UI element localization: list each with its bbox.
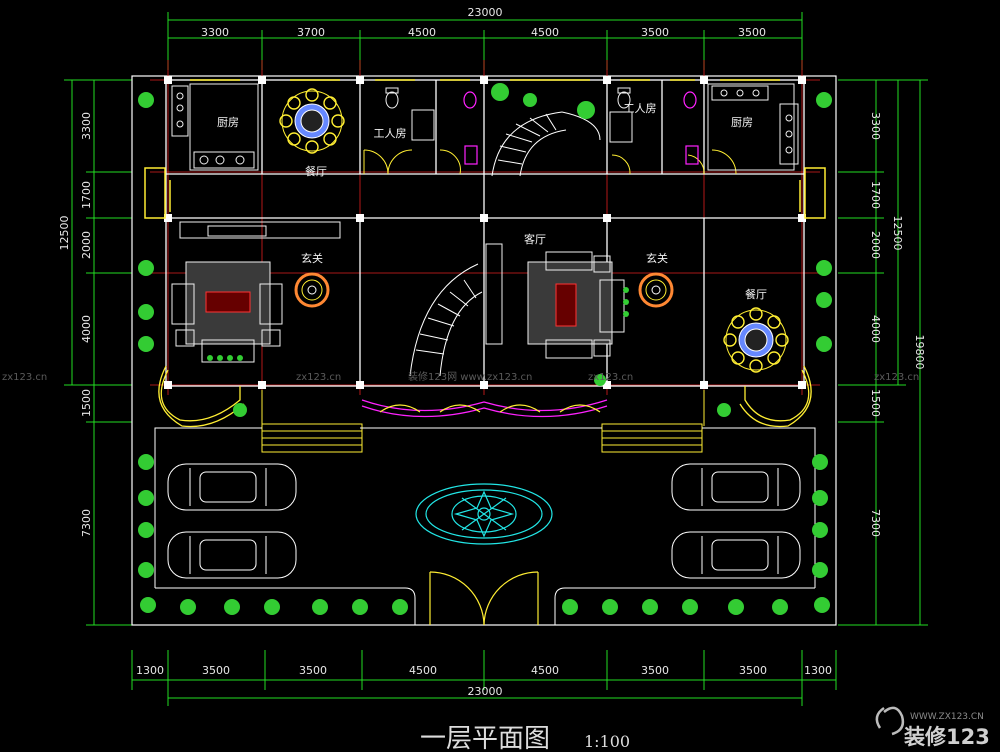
watermark-3: 装修123网 www.zx123.cn xyxy=(408,370,532,383)
dim-right-5: 1500 xyxy=(869,389,882,417)
sofa-set-left xyxy=(171,221,341,363)
windows xyxy=(144,79,826,219)
dim-bottom-5: 4500 xyxy=(531,664,559,677)
drawing-title: 一层平面图 1:100 xyxy=(420,724,630,752)
room-label-kitchen-left: 厨房 xyxy=(217,116,239,129)
dining-table-right xyxy=(723,307,789,373)
dim-bottom-8: 1300 xyxy=(804,664,832,677)
entry-steps xyxy=(261,423,703,453)
dim-bottom-6: 3500 xyxy=(641,664,669,677)
front-gate xyxy=(429,571,539,626)
dim-top-6: 3500 xyxy=(738,26,766,39)
watermark-1: zx123.cn xyxy=(2,372,47,383)
dim-top-total: 23000 xyxy=(468,6,503,19)
dim-left-5: 1500 xyxy=(80,389,93,417)
dim-left-total: 12500 xyxy=(58,216,71,251)
title-scale: 1:100 xyxy=(584,732,630,751)
logo-name: 装修123 xyxy=(904,725,990,749)
watermark-5: zx123.cn xyxy=(874,372,919,383)
plant-cluster-living xyxy=(623,287,629,317)
room-label-kitchen-right: 厨房 xyxy=(731,116,753,129)
logo-site-url: WWW.ZX123.CN xyxy=(910,712,984,722)
dim-left-4: 4000 xyxy=(80,315,93,343)
dimension-lines xyxy=(64,12,928,706)
dim-bottom-1: 1300 xyxy=(136,664,164,677)
dim-bottom-4: 4500 xyxy=(409,664,437,677)
car-1 xyxy=(167,463,297,511)
dim-left-1: 3300 xyxy=(80,112,93,140)
swirl-logo-icon xyxy=(875,706,905,736)
plant-row-left xyxy=(207,355,243,361)
dim-top-4: 4500 xyxy=(531,26,559,39)
driveway xyxy=(154,427,816,625)
sofa-set-living xyxy=(485,243,625,359)
room-label-dining-right: 餐厅 xyxy=(745,287,767,301)
title-main: 一层平面图 xyxy=(420,724,550,752)
room-label-living: 客厅 xyxy=(524,232,546,246)
car-2 xyxy=(167,531,297,579)
dim-bottom-2: 3500 xyxy=(202,664,230,677)
dimension-labels: 23000 3300 3700 4500 4500 3500 3500 1300… xyxy=(58,6,926,698)
landscape-plants xyxy=(138,83,832,615)
dim-right-3: 2000 xyxy=(869,231,882,259)
bay-windows xyxy=(158,365,812,428)
kitchen-fixtures xyxy=(171,83,799,171)
bathroom-fixtures xyxy=(463,91,699,165)
dim-top-5: 3500 xyxy=(641,26,669,39)
dim-top-3: 4500 xyxy=(408,26,436,39)
dim-right-1: 3300 xyxy=(869,112,882,140)
room-label-foyer-left: 玄关 xyxy=(301,251,323,265)
watermark-4: zx123.cn xyxy=(588,372,633,383)
staircase-upper xyxy=(491,111,601,177)
site-logo: WWW.ZX123.CN 装修123 xyxy=(875,706,990,749)
dim-right-6: 7300 xyxy=(869,509,882,537)
dim-right-total: 12500 xyxy=(891,216,904,251)
dim-left-3: 2000 xyxy=(80,231,93,259)
car-4 xyxy=(671,531,801,579)
dim-right-4: 4000 xyxy=(869,315,882,343)
room-label-servant-left: 工人房 xyxy=(374,127,407,140)
dim-right-2: 1700 xyxy=(869,181,882,209)
room-labels: 厨房 餐厅 工人房 工人房 厨房 玄关 客厅 玄关 餐厅 xyxy=(217,102,767,301)
dim-bottom-7: 3500 xyxy=(739,664,767,677)
dim-left-2: 1700 xyxy=(80,181,93,209)
room-label-servant-right: 工人房 xyxy=(624,102,657,115)
room-label-dining-left: 餐厅 xyxy=(305,164,327,178)
walls xyxy=(165,79,805,387)
dining-table-left xyxy=(279,88,345,154)
watermark-2: zx123.cn xyxy=(296,372,341,383)
dim-right-overall: 19800 xyxy=(913,335,926,370)
structural-columns xyxy=(164,76,806,389)
dim-bottom-total: 23000 xyxy=(468,685,503,698)
front-terrace xyxy=(261,390,705,426)
dim-bottom-3: 3500 xyxy=(299,664,327,677)
car-3 xyxy=(671,463,801,511)
dim-left-6: 7300 xyxy=(80,509,93,537)
doors xyxy=(363,149,737,175)
watermarks: zx123.cn zx123.cn 装修123网 www.zx123.cn zx… xyxy=(2,370,919,383)
dim-top-1: 3300 xyxy=(201,26,229,39)
foyer-rugs xyxy=(294,272,674,308)
toilets xyxy=(385,87,633,143)
room-label-foyer-right: 玄关 xyxy=(646,251,668,265)
axis-grid xyxy=(150,60,820,395)
parked-cars xyxy=(167,463,801,579)
dim-top-2: 3700 xyxy=(297,26,325,39)
staircase-lower xyxy=(409,263,483,377)
courtyard-medallion xyxy=(415,483,553,545)
